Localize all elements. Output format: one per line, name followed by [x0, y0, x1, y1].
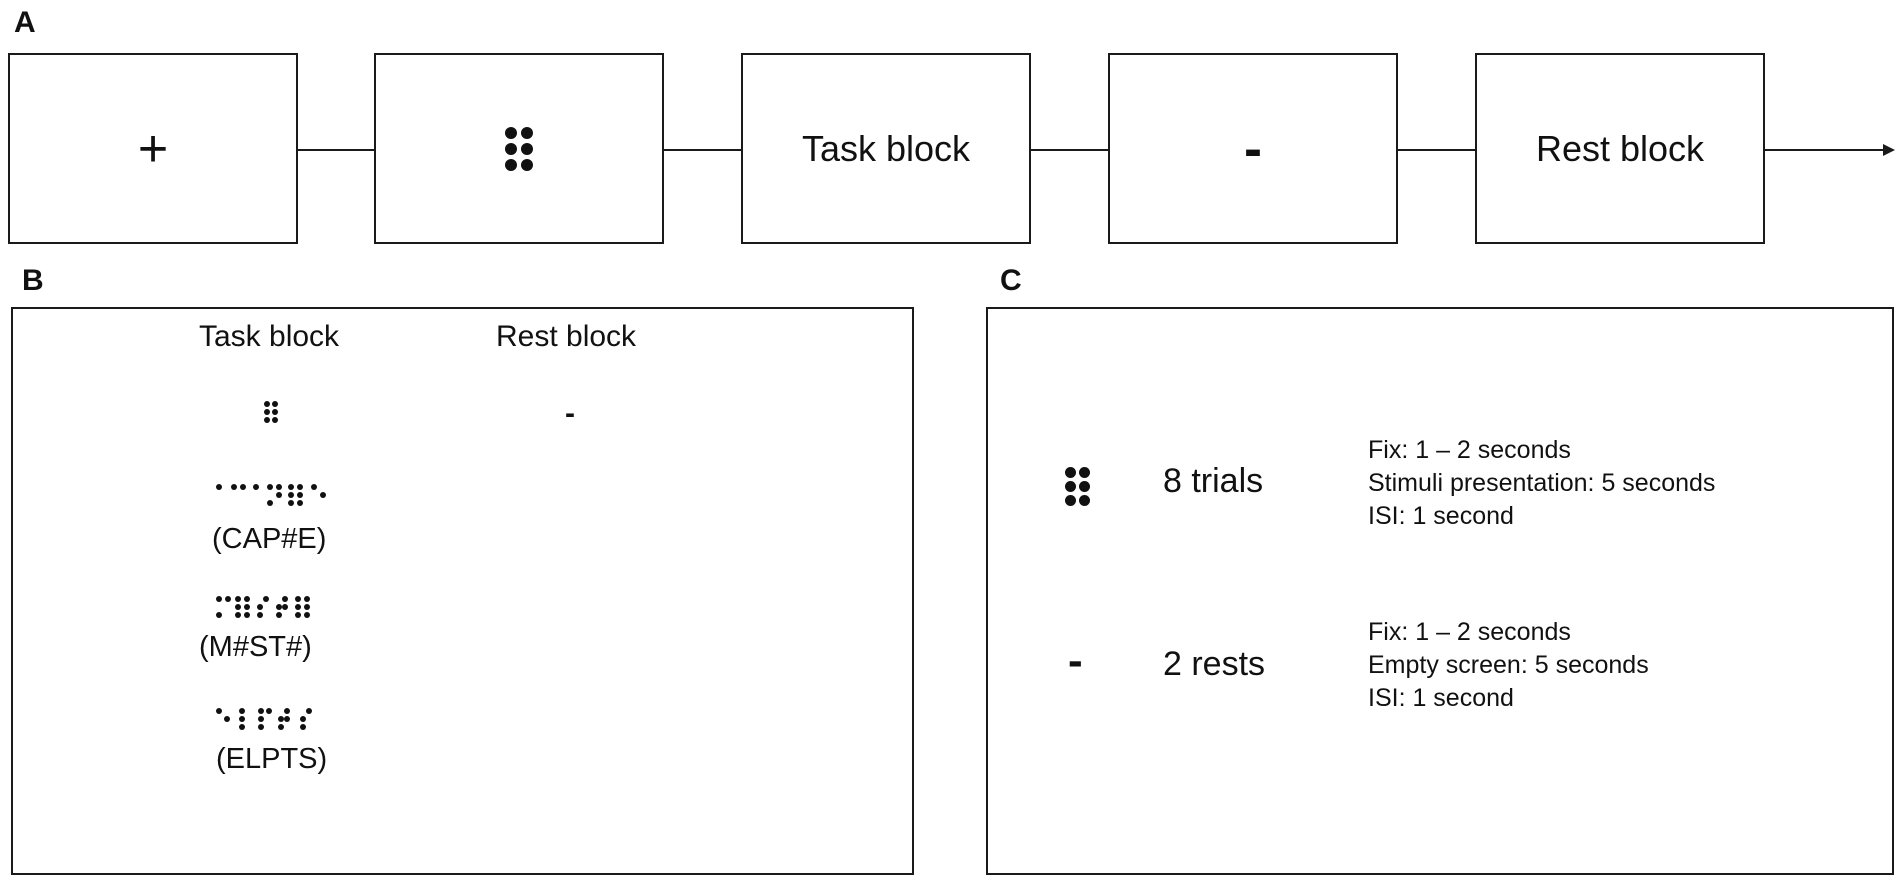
task-timing-line: Stimuli presentation: 5 seconds [1368, 469, 1716, 497]
rest-timing-line: Empty screen: 5 seconds [1368, 651, 1649, 679]
fixation-cross: + [137, 119, 169, 178]
panel-label-b: B [22, 264, 44, 297]
connector-line [298, 149, 374, 151]
braille-full-cell-icon [264, 401, 278, 423]
task-trial-count: 8 trials [1163, 462, 1264, 500]
rest-block-label: Rest block [1535, 127, 1705, 169]
rest-count: 2 rests [1163, 645, 1266, 683]
fixation-box: + [8, 53, 298, 244]
task-block-box: Task block [741, 53, 1031, 244]
rest-cue-box: - [1108, 53, 1398, 244]
braille-caption: (CAP#E) [212, 523, 327, 555]
rest-block-header: Rest block [496, 320, 637, 353]
braille-caption: (ELPTS) [216, 743, 328, 775]
rest-timing-line: Fix: 1 – 2 seconds [1368, 618, 1571, 646]
rest-block-box: Rest block [1475, 53, 1765, 244]
task-timing-line: Fix: 1 – 2 seconds [1368, 436, 1571, 464]
rest-timing-line: ISI: 1 second [1368, 684, 1514, 712]
braille-word-cap-e [216, 484, 326, 506]
connector-line [664, 149, 741, 151]
connector-line [1398, 149, 1475, 151]
panel-label-c: C [1000, 264, 1022, 297]
braille-full-cell-icon [1065, 467, 1091, 507]
braille-word-m-st [216, 596, 310, 618]
panel-c-frame [986, 307, 1894, 875]
task-cue-box [374, 53, 664, 244]
braille-word-elpts [216, 708, 312, 730]
timeline-arrow [1765, 144, 1895, 156]
rest-cue-symbol: - [1244, 118, 1262, 179]
connector-line [1031, 149, 1108, 151]
braille-full-cell-icon [505, 126, 533, 171]
braille-caption: (M#ST#) [199, 631, 312, 663]
rest-symbol: - [1068, 636, 1083, 685]
task-block-label: Task block [801, 127, 971, 169]
panel-b-frame [11, 307, 914, 875]
task-timing-line: ISI: 1 second [1368, 502, 1514, 530]
panel-label-a: A [14, 6, 36, 39]
rest-symbol: - [565, 397, 575, 430]
task-block-header: Task block [199, 320, 340, 353]
